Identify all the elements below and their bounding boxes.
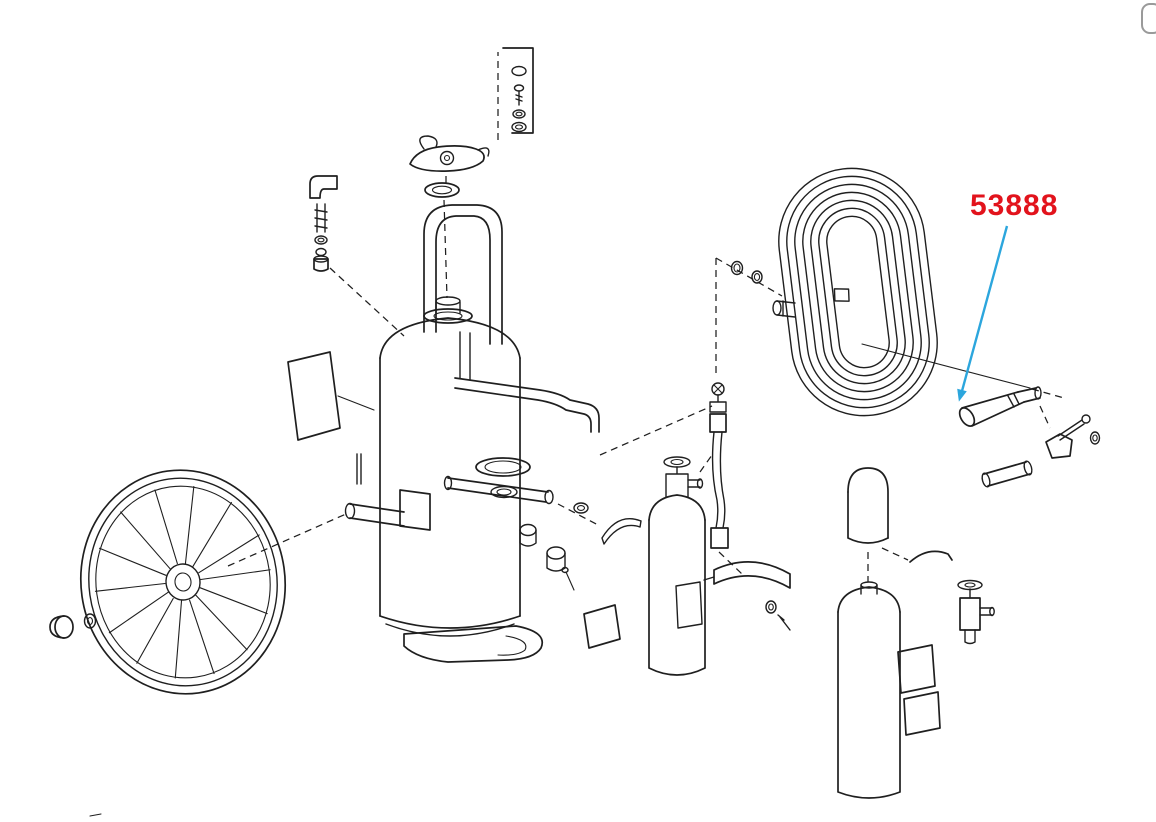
- stray-mark: [89, 813, 102, 817]
- wheel-part: [79, 469, 287, 695]
- carrying-handle-lever-part: [409, 135, 490, 172]
- nozzle-part: [958, 386, 1042, 427]
- nameplate-label-part: [287, 351, 375, 441]
- callout-arrow: [957, 225, 1009, 402]
- elbow-fitting-part: [309, 175, 338, 272]
- nitrogen-cylinder-part: [837, 581, 901, 799]
- hose-end-line: [861, 343, 1031, 389]
- piping-part: [443, 331, 600, 505]
- oring-parts: [730, 260, 763, 284]
- coil-fitting-part: [772, 300, 796, 318]
- hose-assembly-part: [709, 382, 729, 549]
- callout-arrowhead: [957, 388, 967, 402]
- clamp-strap-part: [703, 561, 791, 589]
- hardware-stack-part: [502, 47, 534, 134]
- hubcap-part: [49, 613, 97, 639]
- tank-handle-part: [423, 204, 503, 345]
- instruction-label-parts: [897, 644, 941, 736]
- tank-part: [379, 296, 543, 663]
- hose-coil-part: [778, 167, 938, 417]
- part-number-label: 53888: [970, 189, 1058, 222]
- sleeve-part: [981, 460, 1033, 488]
- fitting-parts: [519, 502, 791, 631]
- scrollbar-thumb-fragment[interactable]: [1141, 3, 1156, 34]
- cylinder-cap-part: [847, 467, 889, 544]
- shutoff-valve-part: [1045, 414, 1101, 459]
- part-callout: 53888: [957, 189, 1058, 402]
- gasket-part: [424, 182, 460, 198]
- axle-part: [344, 453, 431, 531]
- bleed-valve-part: [957, 579, 995, 645]
- alignment-dash-lines: [227, 52, 1065, 582]
- hanger-wire-part: [909, 550, 953, 563]
- co2-cylinder-part: [648, 456, 706, 676]
- stencil-label-part: [583, 604, 621, 649]
